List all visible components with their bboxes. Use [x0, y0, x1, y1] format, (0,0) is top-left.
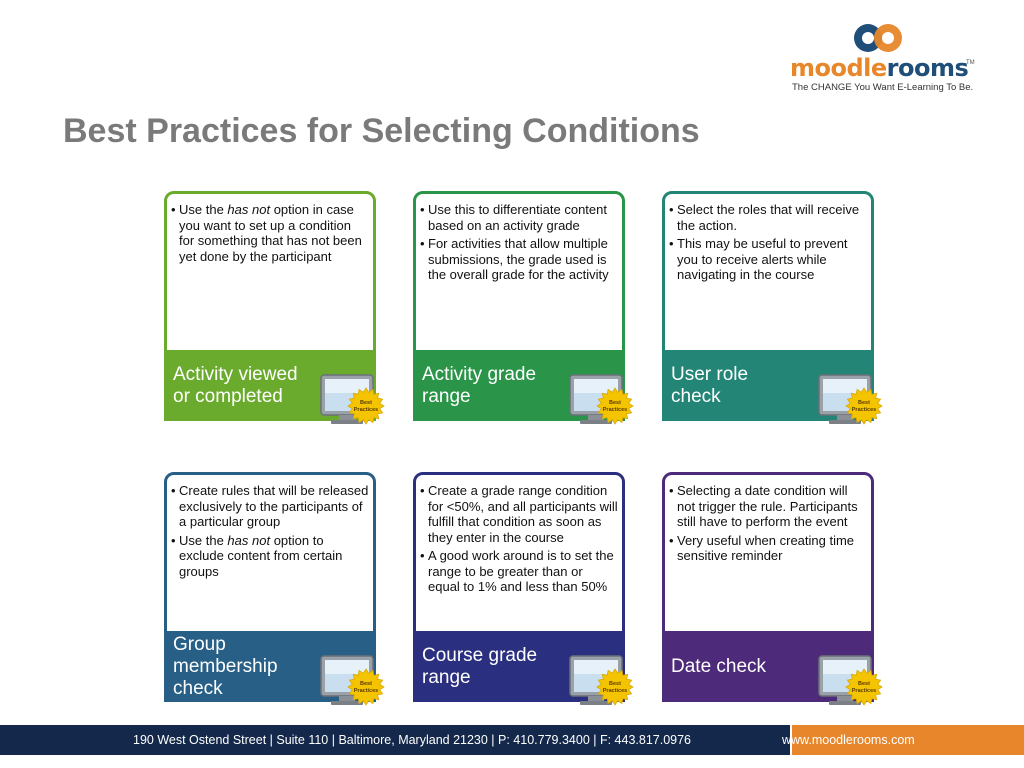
- card-description: Use this to differentiate content based …: [420, 202, 618, 286]
- condition-card: Select the roles that will receive the a…: [662, 191, 883, 425]
- card-bullet: Selecting a date condition will not trig…: [669, 483, 867, 530]
- card-bullet: This may be useful to prevent you to rec…: [669, 236, 867, 283]
- card-bullet: Use the has not option to exclude conten…: [171, 533, 369, 580]
- card-bullet: Create rules that will be released exclu…: [171, 483, 369, 530]
- badge-label-line1: Best: [858, 400, 870, 406]
- condition-card: Use the has not option in case you want …: [164, 191, 385, 425]
- badge-label-line2: Practices: [603, 688, 627, 694]
- card-condition-text: Group membership check: [173, 633, 278, 699]
- badge-label-line1: Best: [609, 400, 621, 406]
- card-bullet: Select the roles that will receive the a…: [669, 202, 867, 233]
- footer-address: 190 West Ostend Street | Suite 110 | Bal…: [133, 733, 692, 747]
- logo-wordmark: moodlerooms: [790, 54, 969, 82]
- card-description: Use the has not option in case you want …: [171, 202, 369, 267]
- card-bullet: Use this to differentiate content based …: [420, 202, 618, 233]
- page-title: Best Practices for Selecting Conditions: [63, 112, 700, 150]
- condition-card: Selecting a date condition will not trig…: [662, 472, 883, 706]
- condition-card: Create rules that will be released exclu…: [164, 472, 385, 706]
- card-bullet: For activities that allow multiple submi…: [420, 236, 618, 283]
- badge-label-line1: Best: [360, 400, 372, 406]
- card-description: Create rules that will be released exclu…: [171, 483, 369, 582]
- badge-label-line2: Practices: [354, 407, 378, 413]
- footer-orange-band: [792, 725, 1024, 755]
- badge-label-line2: Practices: [852, 688, 876, 694]
- logo-tagline: The CHANGE You Want E-Learning To Be.: [792, 82, 974, 93]
- footer-navy-band: [0, 725, 790, 755]
- condition-card: Use this to differentiate content based …: [413, 191, 634, 425]
- card-condition-text: Course grade range: [422, 644, 538, 688]
- logo-trademark: TM: [966, 60, 975, 66]
- card-condition-text: Activity grade range: [422, 363, 537, 407]
- card-condition-text: Activity viewed or completed: [173, 363, 298, 407]
- badge-label-line1: Best: [609, 681, 621, 687]
- card-bullet: A good work around is to set the range t…: [420, 548, 618, 595]
- card-condition-text: Date check: [671, 655, 767, 677]
- card-description: Selecting a date condition will not trig…: [669, 483, 867, 567]
- card-bullet: Use the has not option in case you want …: [171, 202, 369, 264]
- card-condition-text: User role check: [671, 363, 749, 407]
- badge-label-line1: Best: [858, 681, 870, 687]
- badge-label-line2: Practices: [354, 688, 378, 694]
- badge-label-line2: Practices: [852, 407, 876, 413]
- badge-label-line2: Practices: [603, 407, 627, 413]
- card-description: Select the roles that will receive the a…: [669, 202, 867, 286]
- moodlerooms-logo: moodlerooms TM The CHANGE You Want E-Lea…: [788, 18, 1008, 98]
- badge-label-line1: Best: [360, 681, 372, 687]
- footer-bar: 190 West Ostend Street | Suite 110 | Bal…: [0, 725, 1024, 755]
- footer-url-link[interactable]: www.moodlerooms.com: [782, 733, 915, 747]
- condition-card: Create a grade range condition for <50%,…: [413, 472, 634, 706]
- logo-rings-icon: [854, 24, 902, 52]
- card-description: Create a grade range condition for <50%,…: [420, 483, 618, 598]
- card-bullet: Very useful when creating time sensitive…: [669, 533, 867, 564]
- card-bullet: Create a grade range condition for <50%,…: [420, 483, 618, 545]
